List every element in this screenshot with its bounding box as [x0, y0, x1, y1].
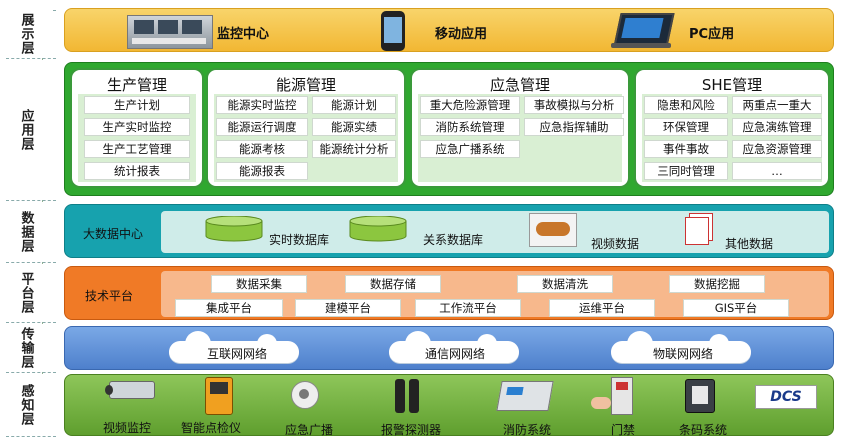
perception-item: 条码系统 [679, 423, 728, 437]
network-cloud [389, 331, 519, 363]
laptop-icon [613, 13, 675, 47]
app-item[interactable]: 消防系统管理 [420, 118, 520, 136]
data-item: 关系数据库 [423, 233, 484, 247]
app-item[interactable]: 事故模拟与分析 [524, 96, 624, 114]
app-item[interactable]: 能源实时监控 [216, 96, 308, 114]
app-item[interactable]: 环保管理 [644, 118, 728, 136]
layer-label-platform: 平台层 [0, 264, 52, 322]
layer-label-perception: 感知层 [0, 374, 52, 436]
platform-item[interactable]: 集成平台 [175, 299, 283, 317]
axis-tick [6, 322, 56, 323]
access-control-icon [611, 377, 633, 415]
perception-item: 消防系统 [503, 423, 552, 437]
platform-item[interactable]: 数据挖掘 [669, 275, 765, 293]
panel-production-management: 生产管理 生产计划 生产实时监控 生产工艺管理 统计报表 [70, 68, 204, 188]
platform-layer-band: 技术平台 数据采集 数据存储 数据清洗 数据挖掘 集成平台 建模平台 工作流平台… [64, 266, 834, 320]
layer-label-transport: 传输层 [0, 324, 52, 372]
display-item-mobile: 移动应用 [435, 27, 488, 42]
platform-item[interactable]: 数据采集 [211, 275, 307, 293]
app-item[interactable]: 应急演练管理 [732, 118, 822, 136]
app-item[interactable]: … [732, 162, 822, 180]
data-item: 实时数据库 [269, 233, 330, 247]
perception-item: 门禁 [611, 423, 636, 437]
layer-label-data: 数据层 [0, 202, 52, 262]
app-item[interactable]: 重大危险源管理 [420, 96, 520, 114]
platform-item[interactable]: 数据存储 [345, 275, 441, 293]
speaker-icon [291, 381, 319, 409]
platform-item[interactable]: 建模平台 [295, 299, 401, 317]
network-item: 通信网网络 [425, 347, 486, 361]
app-item[interactable]: 两重点一重大 [732, 96, 822, 114]
app-item[interactable]: 能源运行调度 [216, 118, 308, 136]
network-cloud [169, 331, 299, 363]
data-layer-band: 大数据中心 实时数据库 关系数据库 视频数据 其他数据 [64, 204, 834, 258]
camera-icon [109, 381, 155, 399]
realtime-database-icon [205, 216, 263, 242]
layer-label-display: 展示层 [0, 10, 52, 58]
axis-tick [6, 262, 56, 263]
app-item[interactable]: 应急资源管理 [732, 140, 822, 158]
app-item[interactable]: 能源实绩 [312, 118, 396, 136]
barcode-scanner-icon [685, 379, 715, 413]
panel-energy-management: 能源管理 能源实时监控 能源计划 能源运行调度 能源实绩 能源考核 能源统计分析… [206, 68, 406, 188]
video-data-icon [529, 213, 577, 247]
mobile-phone-icon [381, 11, 405, 51]
app-item[interactable]: 隐患和风险 [644, 96, 728, 114]
app-item[interactable]: 能源考核 [216, 140, 308, 158]
platform-item[interactable]: 工作流平台 [415, 299, 521, 317]
network-item: 物联网网络 [653, 347, 714, 361]
dcs-logo: DCS [755, 385, 817, 409]
panel-title: 生产管理 [106, 76, 167, 94]
app-item[interactable]: 事件事故 [644, 140, 728, 158]
perception-item: 报警探测器 [381, 423, 442, 437]
app-item[interactable]: 统计报表 [84, 162, 190, 180]
data-item: 其他数据 [725, 237, 774, 251]
app-item[interactable]: 应急指挥辅助 [524, 118, 624, 136]
layer-label-application: 应用层 [0, 60, 52, 200]
app-item[interactable]: 生产计划 [84, 96, 190, 114]
perception-item: 应急广播 [285, 423, 334, 437]
axis-tick [6, 372, 56, 373]
transport-layer-band: 互联网网络 通信网网络 物联网网络 [64, 326, 834, 370]
axis-tick [6, 200, 56, 201]
app-item[interactable]: 能源计划 [312, 96, 396, 114]
platform-item[interactable]: 数据清洗 [517, 275, 613, 293]
display-item-pc: PC应用 [689, 27, 735, 42]
fire-panel-icon [496, 381, 554, 411]
inspector-device-icon [205, 377, 233, 415]
data-item: 视频数据 [591, 237, 640, 251]
panel-emergency-management: 应急管理 重大危险源管理 事故模拟与分析 消防系统管理 应急指挥辅助 应急广播系… [410, 68, 630, 188]
network-item: 互联网网络 [207, 347, 268, 361]
display-layer-band: 监控中心 移动应用 PC应用 [64, 8, 834, 52]
panel-she-management: SHE管理 隐患和风险 两重点一重大 环保管理 应急演练管理 事件事故 应急资源… [634, 68, 830, 188]
platform-item[interactable]: GIS平台 [683, 299, 789, 317]
perception-item: 视频监控 [103, 421, 152, 435]
data-inner-panel [161, 211, 829, 253]
app-item[interactable]: 能源报表 [216, 162, 308, 180]
perception-layer-band: 视频监控 智能点检仪 应急广播 报警探测器 消防系统 门禁 条码系统 DCS [64, 374, 834, 437]
alarm-detector-icon [395, 379, 405, 413]
platform-item[interactable]: 运维平台 [549, 299, 655, 317]
app-item[interactable]: 三同时管理 [644, 162, 728, 180]
app-item[interactable]: 生产工艺管理 [84, 140, 190, 158]
app-item[interactable]: 生产实时监控 [84, 118, 190, 136]
panel-title: 应急管理 [489, 76, 550, 94]
perception-item: 智能点检仪 [181, 421, 242, 435]
relational-database-icon [349, 216, 407, 242]
app-item[interactable]: 能源统计分析 [312, 140, 396, 158]
panel-title: 能源管理 [275, 76, 336, 94]
dcs-logo-text: DCS [770, 389, 802, 405]
axis-tick [6, 436, 56, 437]
monitoring-center-image [127, 15, 213, 49]
panel-title: SHE管理 [701, 76, 763, 94]
axis-tick [6, 58, 56, 59]
display-item-monitoring: 监控中心 [217, 27, 270, 42]
other-data-icon [683, 213, 713, 245]
tech-platform-label: 技术平台 [85, 289, 134, 303]
big-data-center-label: 大数据中心 [83, 227, 144, 241]
network-cloud [611, 331, 751, 363]
app-item[interactable]: 应急广播系统 [420, 140, 520, 158]
